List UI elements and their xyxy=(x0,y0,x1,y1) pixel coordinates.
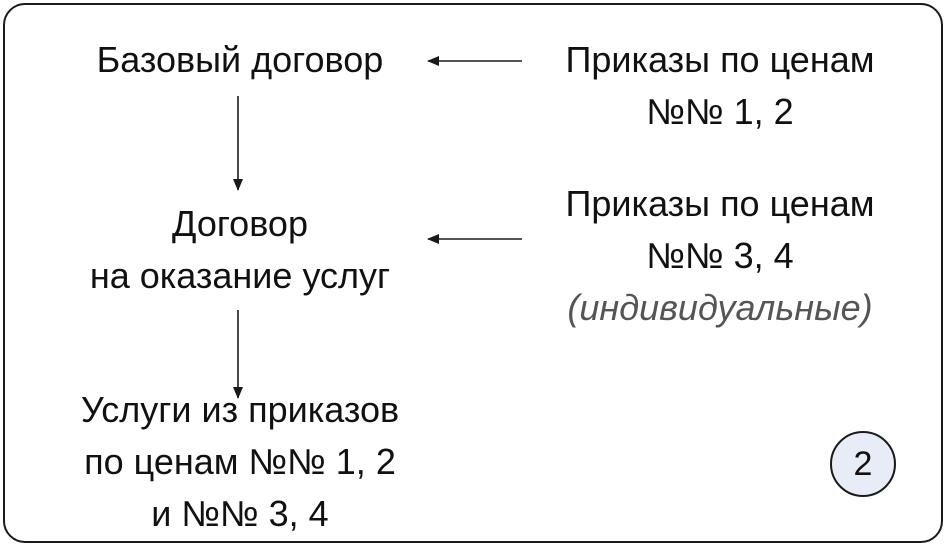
node-base-contract: Базовый договор xyxy=(40,34,440,86)
node-base-contract-line-1: Базовый договор xyxy=(96,39,384,80)
node-service-contract-line-1: Договор xyxy=(172,203,308,244)
slide-number-badge: 2 xyxy=(830,431,896,497)
node-services-line-1: Услуги из приказов xyxy=(80,389,400,430)
node-orders-1-2: Приказы по ценам №№ 1, 2 xyxy=(520,34,920,138)
node-services-line-3: и №№ 3, 4 xyxy=(151,493,329,534)
node-orders-1-2-line-1: Приказы по ценам xyxy=(565,39,875,80)
node-orders-3-4-line-2: №№ 3, 4 xyxy=(646,235,794,276)
node-orders-3-4-note: (индивидуальные) xyxy=(567,287,873,328)
node-service-contract-line-2: на оказание услуг xyxy=(89,255,391,296)
node-services-line-2: по ценам №№ 1, 2 xyxy=(84,441,396,482)
node-orders-1-2-line-2: №№ 1, 2 xyxy=(646,91,794,132)
node-service-contract: Договор на оказание услуг xyxy=(40,198,440,302)
node-orders-3-4: Приказы по ценам №№ 3, 4 (индивидуальные… xyxy=(520,178,920,334)
diagram-frame xyxy=(3,3,943,543)
node-orders-3-4-line-1: Приказы по ценам xyxy=(565,183,875,224)
node-services: Услуги из приказов по ценам №№ 1, 2 и №№… xyxy=(30,384,450,540)
